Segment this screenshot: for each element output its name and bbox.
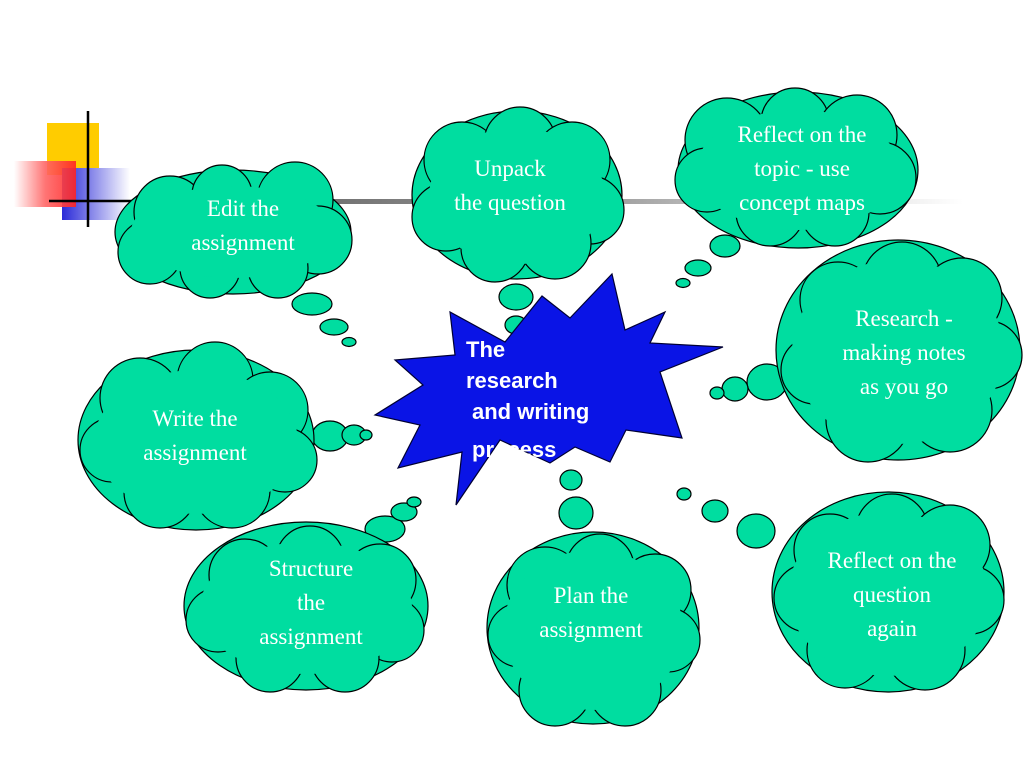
cloud-label-reflect-topic: Reflect on the topic - use concept maps <box>737 122 867 215</box>
cloud-label-reflect-question: Reflect on the question again <box>827 548 957 641</box>
cloud-label-edit: Edit the assignment <box>191 196 295 255</box>
bubble-unpack-1 <box>498 283 534 311</box>
bubble-research-2 <box>721 376 749 402</box>
cloud-research <box>775 239 1023 463</box>
bubble-write-3 <box>359 429 373 441</box>
cloud-plan <box>486 531 701 727</box>
bubble-trails <box>291 234 788 549</box>
bubble-edit-3 <box>341 336 357 348</box>
cloud-label-structure: Structure the assignment <box>259 556 363 649</box>
bubble-edit-2 <box>319 318 349 336</box>
cloud-edit <box>114 161 353 299</box>
cloud-reflect-question <box>771 491 1005 693</box>
center-label-line-4: process <box>472 437 557 462</box>
bubble-reflect-question-2 <box>701 499 729 523</box>
bubble-plan-1 <box>558 496 594 530</box>
bubble-plan-2 <box>559 469 583 491</box>
cloud-unpack <box>411 106 625 283</box>
bubble-reflect-topic-1 <box>709 234 741 258</box>
bubble-reflect-question-1 <box>736 513 776 549</box>
cloud-label-write: Write the assignment <box>143 406 247 465</box>
bubble-research-3 <box>709 386 725 400</box>
central-starburst <box>373 272 724 506</box>
cloud-reflect-topic <box>674 87 919 249</box>
center-label-line-2: research <box>466 368 558 393</box>
logo-red-square <box>14 161 76 207</box>
cloud-structure <box>183 521 429 693</box>
bubble-reflect-question-3 <box>676 487 692 501</box>
bubble-structure-2 <box>390 502 418 522</box>
center-label-line-1: The <box>466 337 506 362</box>
cloud-label-plan: Plan the assignment <box>539 583 643 642</box>
bubble-reflect-topic-3 <box>675 277 691 289</box>
cloud-label-research: Research - making notes as you go <box>842 306 966 399</box>
bubble-reflect-topic-2 <box>684 259 712 277</box>
center-label-line-3: and writing <box>472 399 590 424</box>
cloud-label-unpack: Unpack the question <box>454 156 566 215</box>
cloud-write <box>77 341 318 531</box>
bubble-edit-1 <box>291 292 333 316</box>
bubble-structure-3 <box>406 496 422 508</box>
